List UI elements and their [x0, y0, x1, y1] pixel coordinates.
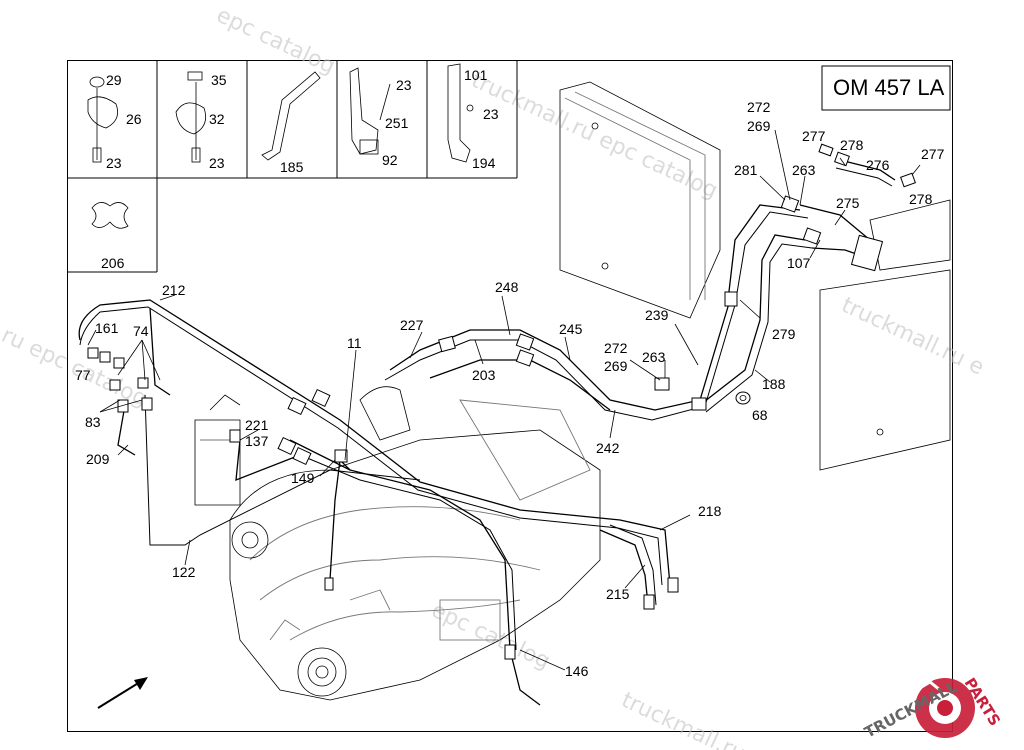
- callout-277: 277: [802, 128, 826, 144]
- callout-labels: OM 457 LA 29 26 23 35 32 23 185 23 251 9…: [75, 67, 945, 679]
- callout-146: 146: [565, 663, 589, 679]
- callout-221: 221: [245, 417, 269, 433]
- bracket-icon-251: [349, 67, 391, 155]
- callout-92: 92: [382, 152, 398, 168]
- direction-arrow-icon: [97, 677, 148, 709]
- callout-278: 278: [840, 137, 864, 153]
- clip-icon-206: [91, 202, 129, 229]
- callout-212: 212: [162, 282, 186, 298]
- callout-239: 239: [645, 307, 669, 323]
- callout-23: 23: [483, 106, 499, 122]
- diagram-frame: [67, 60, 953, 732]
- callout-263: 263: [642, 349, 666, 365]
- callout-203: 203: [472, 367, 496, 383]
- fittings: [87, 143, 916, 660]
- callout-209: 209: [86, 451, 110, 467]
- watermark-right: truckmall.ru e: [837, 293, 987, 381]
- callout-215: 215: [606, 586, 630, 602]
- callout-137: 137: [245, 433, 269, 449]
- watermark-bottom2: truckmall.ru: [617, 688, 749, 750]
- callout-23: 23: [106, 155, 122, 171]
- callout-26: 26: [126, 111, 142, 127]
- callout-68: 68: [752, 407, 768, 423]
- callout-248: 248: [495, 279, 519, 295]
- callout-149: 149: [291, 470, 315, 486]
- model-label-box: [821, 65, 951, 111]
- callout-107: 107: [787, 255, 811, 271]
- callout-23: 23: [209, 155, 225, 171]
- callout-185: 185: [280, 159, 304, 175]
- bracket-icon-185: [261, 71, 321, 161]
- callout-263: 263: [792, 162, 816, 178]
- callout-101: 101: [464, 67, 488, 83]
- watermark-mid: truckmall.ru epc catalog: [467, 68, 721, 204]
- callout-77: 77: [75, 367, 91, 383]
- callout-206: 206: [101, 255, 125, 271]
- callout-11: 11: [347, 335, 362, 351]
- engine-block: [194, 81, 951, 701]
- model-label: OM 457 LA: [833, 75, 945, 100]
- callout-269: 269: [747, 118, 771, 134]
- bracket-icon-194: [447, 63, 474, 163]
- callout-122: 122: [172, 564, 196, 580]
- callout-272: 272: [747, 99, 771, 115]
- clamp-icon-2: [175, 71, 207, 163]
- callout-74: 74: [133, 323, 149, 339]
- callout-281: 281: [734, 162, 758, 178]
- callout-161: 161: [95, 320, 119, 336]
- logo: TRUCKMALL PARTS: [861, 675, 1004, 742]
- callout-276: 276: [866, 157, 890, 173]
- callout-194: 194: [472, 155, 496, 171]
- callout-23: 23: [396, 77, 412, 93]
- callout-242: 242: [596, 440, 620, 456]
- callout-35: 35: [211, 72, 227, 88]
- callout-275: 275: [836, 195, 860, 211]
- callout-278: 278: [909, 191, 933, 207]
- callout-251: 251: [385, 115, 409, 131]
- watermark-top: epc catalog: [212, 3, 338, 80]
- callout-277: 277: [921, 146, 945, 162]
- callout-272: 272: [604, 340, 628, 356]
- callout-32: 32: [209, 111, 225, 127]
- callout-245: 245: [559, 321, 583, 337]
- callout-227: 227: [400, 317, 424, 333]
- leader-lines: [87, 129, 921, 671]
- detail-boxes: [67, 60, 951, 273]
- callout-29: 29: [106, 72, 122, 88]
- hose-lines: [78, 159, 896, 706]
- callout-279: 279: [772, 326, 796, 342]
- callout-188: 188: [762, 376, 786, 392]
- callout-218: 218: [698, 503, 722, 519]
- callout-269: 269: [604, 358, 628, 374]
- clamp-icon-1: [87, 76, 119, 163]
- callout-83: 83: [85, 414, 101, 430]
